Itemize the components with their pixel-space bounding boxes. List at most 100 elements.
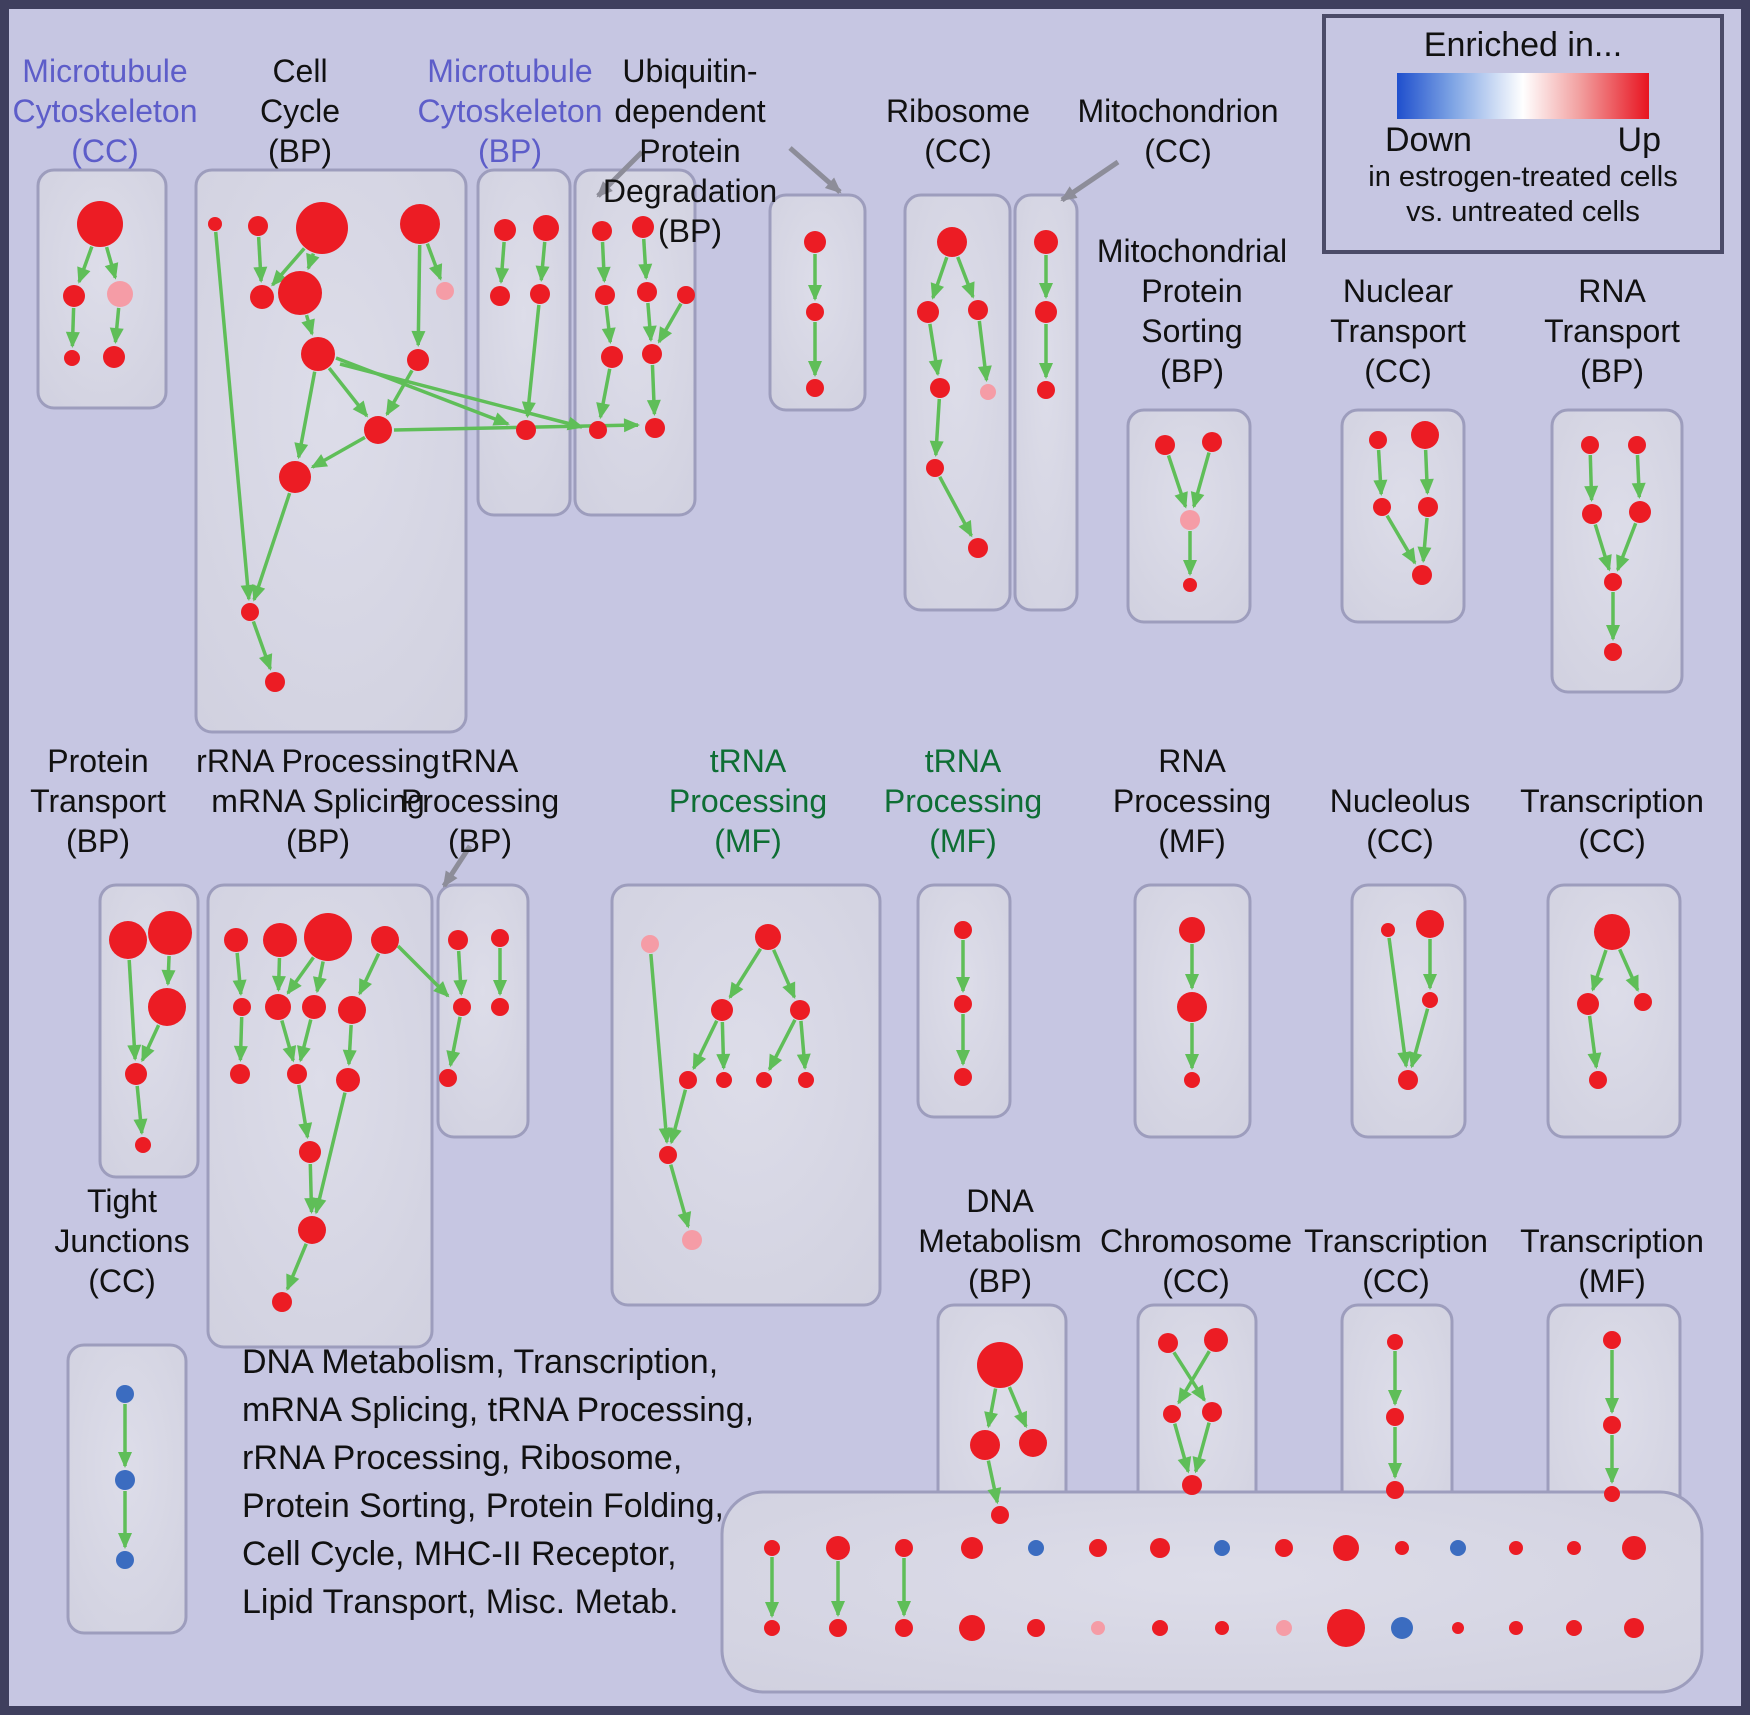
gene-node: [1418, 497, 1438, 517]
gene-node: [764, 1540, 780, 1556]
edge-arrow: [601, 305, 616, 345]
gene-node: [1180, 510, 1200, 530]
cluster-box: [1340, 408, 1466, 624]
edge-arrow: [313, 961, 327, 994]
gene-node: [645, 418, 665, 438]
edge-arrow: [304, 1163, 319, 1215]
cluster-nuclear-transport-cc: [1340, 408, 1466, 624]
gene-node: [806, 379, 824, 397]
gene-node: [224, 928, 248, 952]
gene-node: [453, 998, 471, 1016]
gene-node: [148, 911, 192, 955]
gene-node: [1604, 573, 1622, 591]
gene-node: [954, 995, 972, 1013]
edge-arrow: [1190, 452, 1211, 509]
gene-node: [336, 1068, 360, 1092]
cluster-rna-transport-bp: [1550, 408, 1684, 694]
edge-arrow: [649, 953, 673, 1145]
legend-axis-labels: Down Up: [1385, 121, 1661, 160]
gene-node: [296, 202, 348, 254]
gene-node: [1091, 1621, 1105, 1635]
legend-down-label: Down: [1385, 121, 1472, 159]
gene-node: [302, 995, 326, 1019]
edge-arrow: [109, 307, 124, 345]
edge-arrow: [213, 231, 255, 602]
edge-arrow: [692, 1020, 719, 1071]
edge-arrow: [327, 367, 369, 418]
gene-node: [338, 996, 366, 1024]
cluster-nucleolus-cc: [1350, 883, 1467, 1139]
edge-arrow: [1618, 948, 1640, 992]
gene-node: [755, 924, 781, 950]
mixed-cluster-annotation: DNA Metabolism, Transcription, mRNA Spli…: [242, 1338, 754, 1626]
gene-node: [895, 1539, 913, 1557]
gene-node: [77, 201, 123, 247]
edge-arrow: [642, 302, 657, 343]
gene-node: [954, 921, 972, 939]
edge-arrow: [306, 252, 320, 271]
gene-node: [1027, 1619, 1045, 1637]
gene-node: [937, 227, 967, 257]
gene-node: [371, 926, 399, 954]
cluster-microtubule-cytoskeleton-cc: [36, 168, 168, 410]
gene-node: [1275, 1539, 1293, 1557]
gene-node: [263, 923, 297, 957]
annotation-line-3: rRNA Processing, Ribosome,: [242, 1439, 683, 1477]
edge-arrow: [297, 1084, 313, 1140]
cluster-label: Nucleolus(CC): [1330, 783, 1471, 859]
gene-node: [1386, 1481, 1404, 1499]
gene-node: [798, 1072, 814, 1088]
gene-node: [1416, 910, 1444, 938]
edge-arrow: [1387, 937, 1412, 1069]
edge-arrow: [301, 314, 315, 336]
gene-node: [826, 1536, 850, 1560]
edge-arrow: [772, 949, 796, 1000]
edges-layer: [65, 146, 1646, 1618]
gene-node: [1422, 992, 1438, 1008]
legend-gradient-bar: [1397, 73, 1649, 119]
gene-node: [1629, 501, 1651, 523]
nodes-layer: [63, 201, 1652, 1647]
edge-arrow: [127, 959, 142, 1062]
edge-arrow: [1417, 517, 1432, 564]
edge-arrow: [956, 256, 975, 299]
gene-node: [115, 1470, 135, 1490]
edge-arrow: [1192, 1422, 1211, 1474]
edge-arrow: [251, 492, 292, 602]
edge-arrow: [1631, 454, 1646, 500]
annotation-line-4: Protein Sorting, Protein Folding,: [242, 1487, 724, 1525]
label-pointer-arrow: [596, 150, 644, 198]
gene-node: [756, 1072, 772, 1088]
gene-node: [530, 284, 550, 304]
gene-node: [103, 346, 125, 368]
edge-arrow: [446, 1016, 462, 1068]
gene-node: [301, 337, 335, 371]
gene-node: [980, 384, 996, 400]
gene-node: [1603, 1416, 1621, 1434]
edge-arrow: [929, 398, 944, 458]
cluster-label: Ribosome(CC): [886, 93, 1030, 169]
edge-arrow: [253, 236, 268, 284]
gene-node: [601, 346, 623, 368]
edge-arrow: [1166, 454, 1188, 509]
edge-arrow: [1593, 523, 1612, 572]
gene-node: [135, 1137, 151, 1153]
edge-arrow: [1007, 1386, 1028, 1429]
edge-arrow: [984, 1388, 998, 1429]
gene-node: [1386, 1408, 1404, 1426]
gene-node: [233, 998, 251, 1016]
edge-arrow: [286, 956, 315, 995]
edge-arrow: [716, 1021, 731, 1071]
gene-node: [63, 285, 85, 307]
gene-node: [711, 999, 733, 1021]
gene-node: [533, 215, 559, 241]
edge-arrow: [495, 241, 510, 285]
edge-arrow: [65, 307, 80, 349]
gene-node: [1566, 1620, 1582, 1636]
gene-node: [439, 1069, 457, 1087]
cluster-rrna-processing-mrna-splicing-bp: [206, 883, 434, 1349]
legend-subline-1: in estrogen-treated cells: [1368, 161, 1678, 193]
edge-arrow: [280, 1019, 297, 1063]
